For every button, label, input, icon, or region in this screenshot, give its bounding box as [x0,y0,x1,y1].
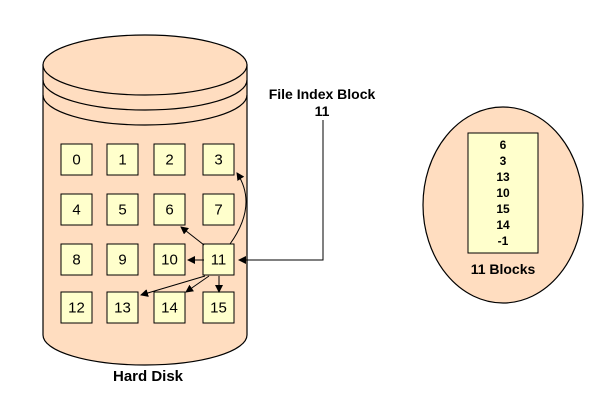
index-block-caption: 11 Blocks [471,261,536,277]
disk-block-box [60,243,93,276]
arrow-11-to-3 [229,172,247,245]
file-index-block-title: File Index Block [269,86,376,102]
disk-block-9: 9 [106,243,139,276]
index-entry: 14 [496,218,510,232]
disk-block-label: 10 [161,252,178,269]
disk-block-box [106,143,139,176]
disk-block-8: 8 [60,243,93,276]
hard-disk-cylinder [42,34,248,366]
disk-block-label: 3 [214,152,222,169]
disk-block-box [202,243,235,276]
disk-block-box [153,243,186,276]
cylinder-top [42,34,248,96]
arrow-index-to-11 [238,120,324,264]
disk-block-box [60,291,93,324]
cylinder-body [42,64,248,366]
index-entry: 6 [500,138,507,152]
disk-block-3: 3 [202,143,235,176]
disk-block-15: 15 [202,291,235,324]
disk-block-label: 5 [118,202,126,219]
disk-block-label: 6 [165,202,173,219]
disk-block-box [106,193,139,226]
index-list-box [467,132,539,254]
disk-block-label: 11 [211,252,227,269]
disk-block-label: 4 [72,202,80,219]
index-entry: 15 [496,202,510,216]
disk-block-box [202,143,235,176]
disk-block-label: 7 [214,202,222,219]
disk-block-1: 1 [106,143,139,176]
disk-block-0: 0 [60,143,93,176]
arrow-11-to-14 [185,275,210,293]
disk-block-label: 1 [118,152,126,169]
pointer-arrows [140,120,324,297]
index-entry: -1 [498,234,509,248]
index-entry: 13 [496,170,510,184]
disk-block-10: 10 [153,243,186,276]
disk-block-box [153,193,186,226]
disk-block-box [60,143,93,176]
index-entries: 6 3 13 10 15 14 -1 [496,138,510,248]
disk-block-5: 5 [106,193,139,226]
disk-block-7: 7 [202,193,235,226]
disk-block-box [106,243,139,276]
disk-block-box [60,193,93,226]
disk-block-12: 12 [60,291,93,324]
index-entry: 3 [500,154,507,168]
index-block-oval: 6 3 13 10 15 14 -1 11 Blocks [422,106,584,304]
disk-block-box [202,193,235,226]
disk-block-label: 13 [114,300,131,317]
disk-block-label: 9 [118,252,126,269]
disk-block-box [202,291,235,324]
disk-block-label: 12 [68,300,85,317]
file-index-block-number: 11 [315,103,330,119]
disk-block-label: 2 [165,152,173,169]
disk-block-box [153,291,186,324]
disk-block-label: 15 [210,300,227,317]
disk-block-2: 2 [153,143,186,176]
cylinder-ring-2 [42,94,248,126]
arrow-11-to-6 [180,226,205,246]
disk-block-4: 4 [60,193,93,226]
disk-block-13: 13 [106,291,139,324]
index-entry: 10 [496,186,510,200]
disk-block-label: 14 [161,300,178,317]
disk-block-box [106,291,139,324]
disk-block-label: 8 [72,252,80,269]
arrow-11-to-13 [140,275,206,297]
disk-block-6: 6 [153,193,186,226]
disk-block-box [153,143,186,176]
disk-block-14: 14 [153,291,186,324]
hard-disk-label: Hard Disk [113,368,184,385]
disk-block-label: 0 [72,152,80,169]
cylinder-ring-1 [42,79,248,111]
disk-block-11: 11 [202,243,235,276]
